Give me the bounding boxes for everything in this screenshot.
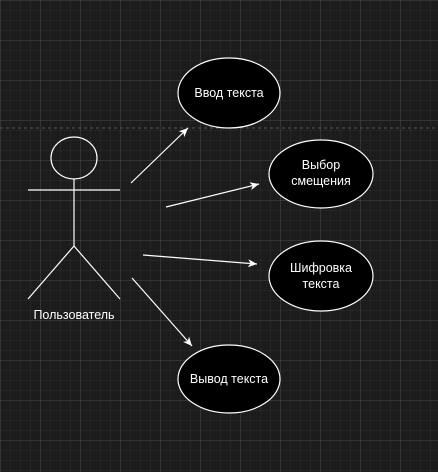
use-case-ellipse	[177, 344, 281, 414]
association-arrow-encrypt[interactable]	[142, 254, 258, 268]
association-arrow-input[interactable]	[130, 127, 189, 184]
use-case-label-line-2: текста	[303, 277, 340, 291]
association-arrow-output[interactable]	[131, 277, 193, 347]
use-case-label: Вывод текста	[190, 372, 268, 386]
use-case-output-text[interactable]: Вывод текста	[177, 344, 281, 414]
use-case-label-line-2: смещения	[291, 174, 351, 188]
actor-label: Пользователь	[33, 308, 114, 322]
use-case-label-line-1: Выбор	[302, 158, 340, 172]
actor-figure[interactable]	[27, 136, 121, 300]
association-arrow-shift[interactable]	[165, 182, 260, 208]
use-case-encrypt-text[interactable]: Шифровка текста	[268, 240, 374, 312]
actor-right-leg	[73, 245, 121, 300]
use-case-input-text[interactable]: Ввод текста	[177, 57, 281, 129]
use-case-choose-shift[interactable]: Выбор смещения	[268, 139, 374, 209]
use-case-label: Ввод текста	[194, 86, 263, 100]
actor-left-leg	[27, 245, 75, 300]
use-case-ellipse	[268, 240, 374, 312]
use-case-label-line-1: Шифровка	[290, 261, 352, 275]
use-case-ellipse	[268, 139, 374, 209]
actor-head	[50, 136, 98, 180]
use-case-ellipse	[177, 57, 281, 129]
